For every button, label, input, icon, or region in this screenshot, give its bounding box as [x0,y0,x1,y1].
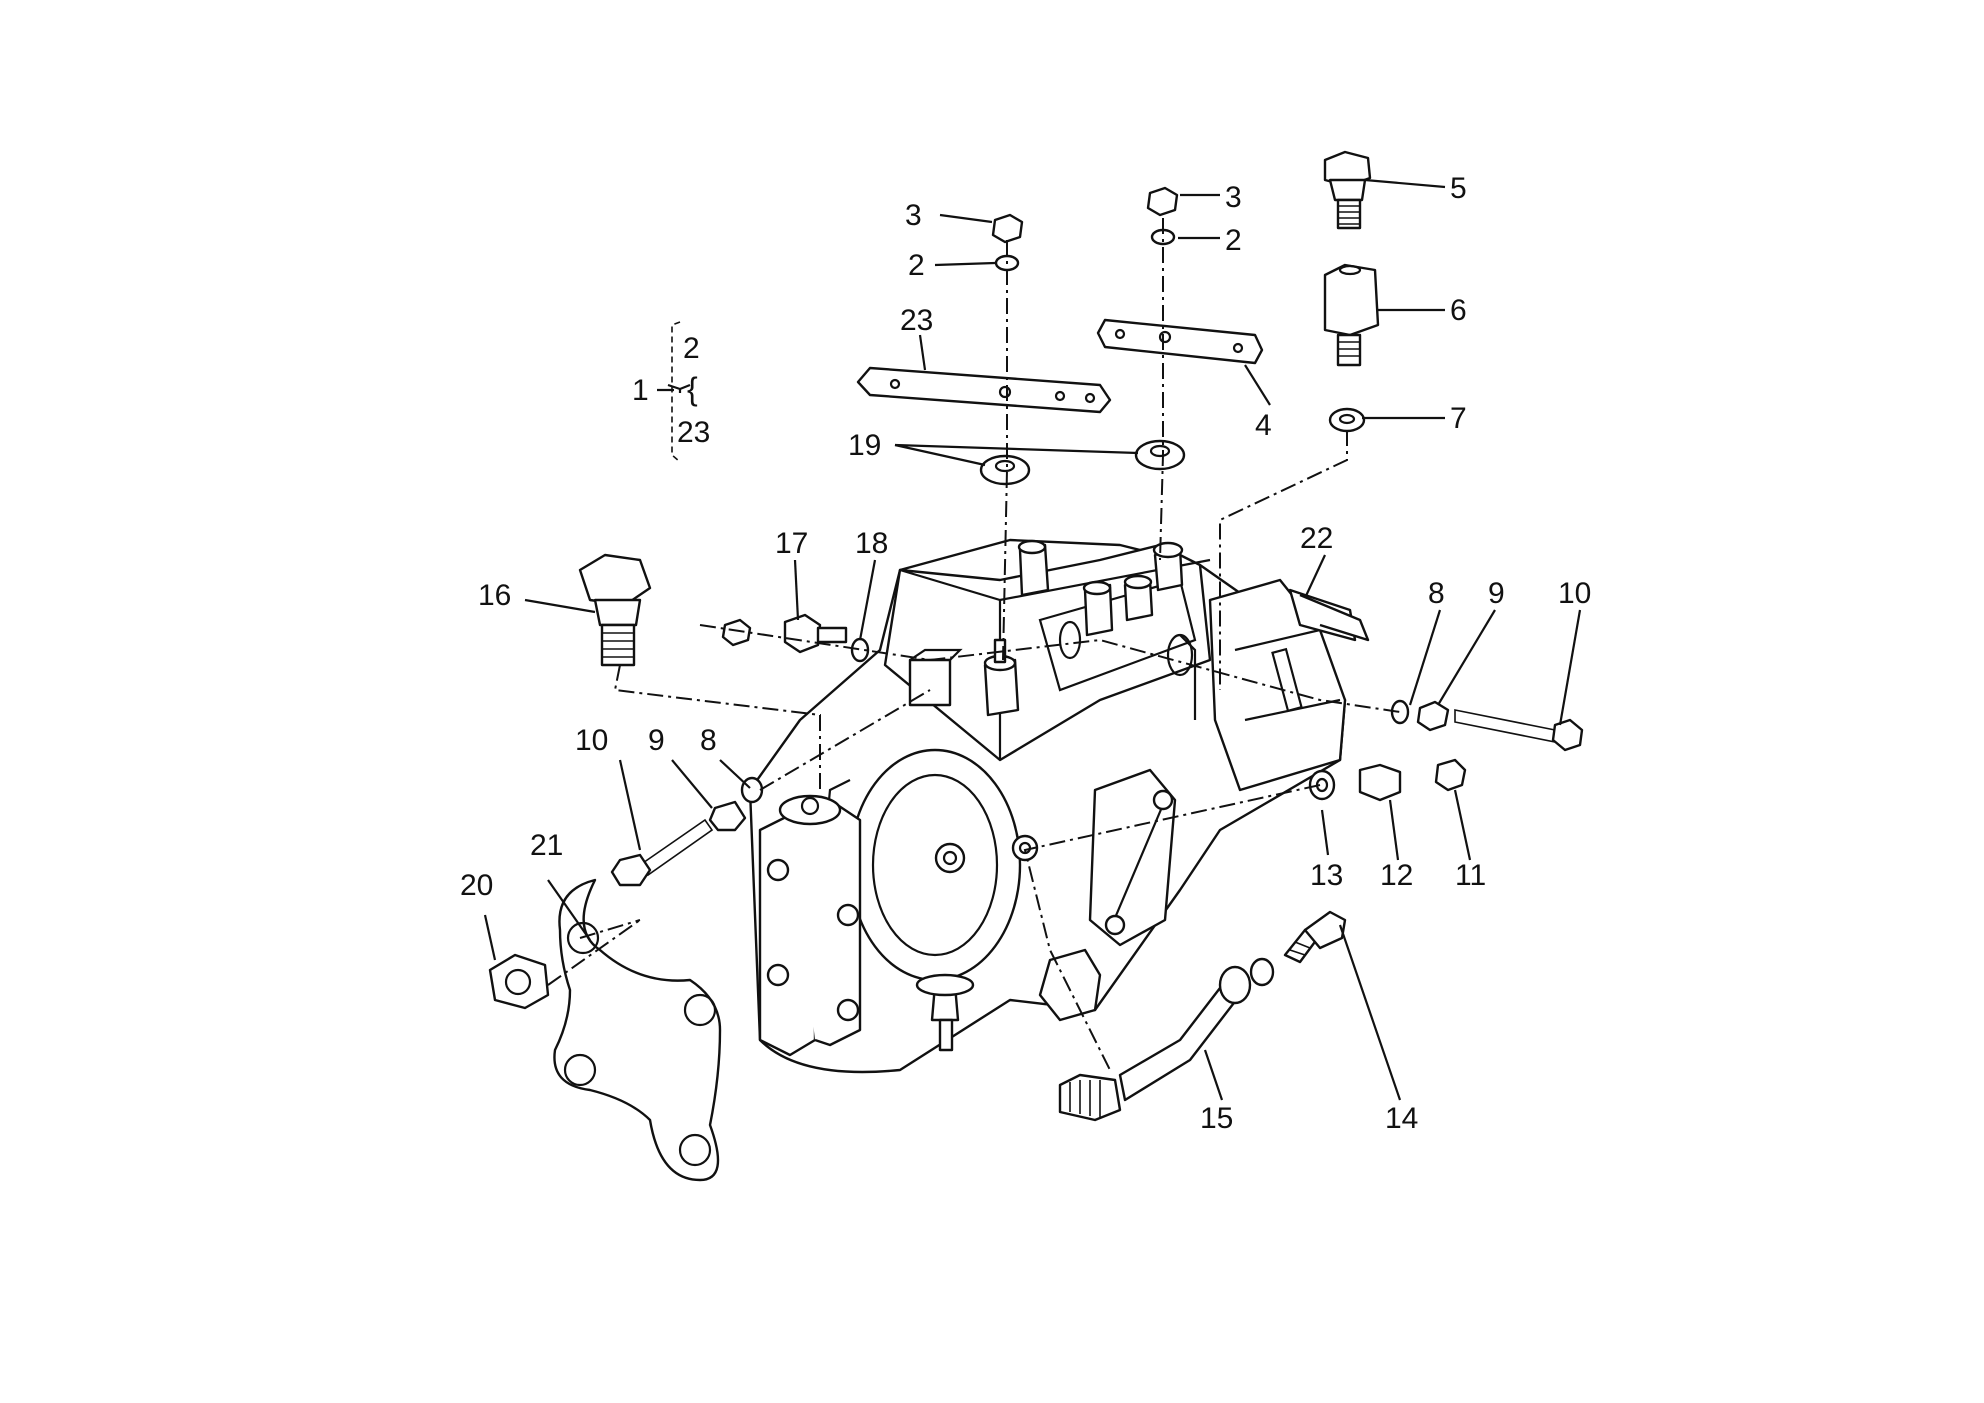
kit-bracket [657,321,681,463]
label-11: 11 [1455,859,1486,892]
label-17: 17 [775,527,808,560]
label-6: 6 [1450,294,1467,327]
label-18: 18 [855,527,888,560]
label-1-bottom: 23 [677,416,710,449]
bolt-10-right [1390,699,1584,752]
label-14: 14 [1385,1102,1418,1135]
label-8-left: 8 [700,724,717,757]
nut-20 [488,953,550,1010]
label-10-right: 10 [1558,577,1591,610]
label-16: 16 [478,579,511,612]
part-labels: 1 2 { 23 3 2 3 2 5 6 7 4 23 19 16 17 18 … [460,172,1591,1135]
bracket-plate-23 [856,366,1112,414]
label-8-right: 8 [1428,577,1445,610]
label-19: 19 [848,429,881,462]
label-20: 20 [460,869,493,902]
label-1-tilde: { [687,371,698,407]
label-5: 5 [1450,172,1467,205]
label-7: 7 [1450,402,1467,435]
nuts-3-washers-2 [991,186,1179,272]
label-4: 4 [1255,409,1272,442]
label-13: 13 [1310,859,1343,892]
banjo-bolt-16 [578,553,652,667]
label-10-left: 10 [575,724,608,757]
label-9-right: 9 [1488,577,1505,610]
sealing-washers-19 [979,439,1186,486]
banjo-bolt-5 [1323,150,1372,230]
gasket-plate-21 [553,878,722,1182]
label-1-top: 2 [683,332,700,365]
label-15: 15 [1200,1102,1233,1135]
label-23: 23 [900,304,933,337]
label-22: 22 [1300,522,1333,555]
fitting-11-12-13 [1308,758,1467,802]
label-2-left: 2 [908,249,925,282]
label-3-left: 3 [905,199,922,232]
washer-7 [1328,407,1366,433]
fuel-pipe-14-15 [1058,910,1347,1122]
label-1: 1 [632,374,649,407]
injection-pump-body [748,538,1370,1074]
label-3-right: 3 [1225,181,1242,214]
bracket-plate-4 [1096,318,1264,365]
label-21: 21 [530,829,563,862]
label-9-left: 9 [648,724,665,757]
assembly-lines [547,218,1401,1071]
bolt-10-left [610,776,764,887]
leader-lines [483,178,1582,1101]
adapter-6 [1323,263,1380,367]
screw-17-washer-18 [721,613,870,663]
label-2-right: 2 [1225,224,1242,257]
label-12: 12 [1380,859,1413,892]
